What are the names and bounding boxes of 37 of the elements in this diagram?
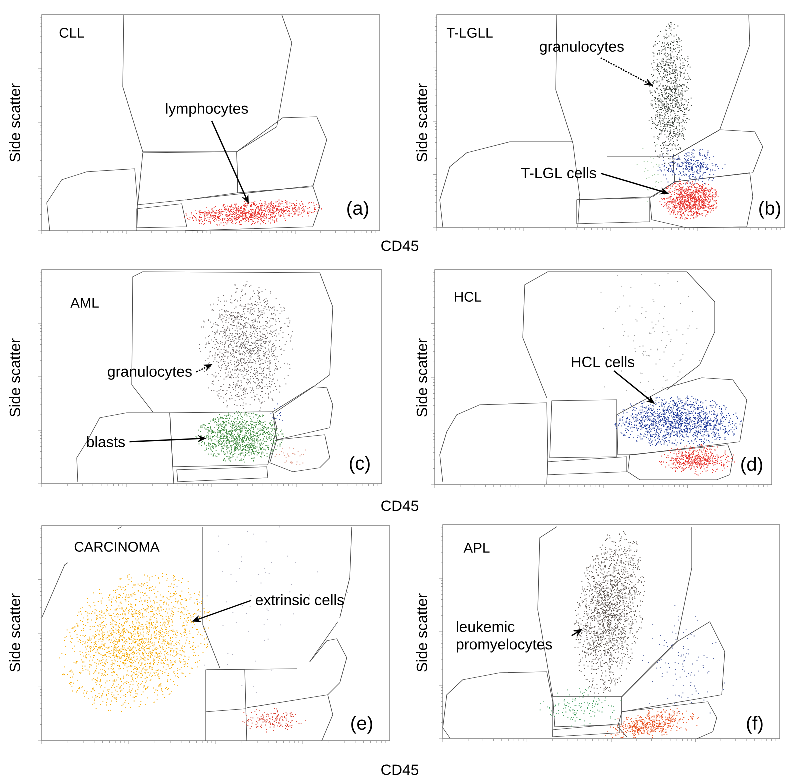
- axis-label: Side scatter: [10, 594, 20, 672]
- cell-cluster: [199, 282, 293, 414]
- panel-letter: (a): [348, 201, 368, 219]
- cell-cluster: [574, 531, 646, 694]
- annotation-label: blasts: [87, 436, 126, 448]
- cell-cluster: [184, 200, 322, 226]
- panel-title: HCL: [455, 292, 482, 302]
- panel-title: T-LGLL: [446, 28, 493, 38]
- panel-letter: (b): [760, 201, 780, 219]
- annotation-label: granulocytes: [108, 366, 192, 380]
- axis-label: CD45: [382, 764, 419, 776]
- panel-letter: (e): [352, 716, 372, 734]
- annotation-label: extrinsic cells: [256, 594, 344, 606]
- panel-title: AML: [70, 298, 99, 308]
- annotation-label: granulocytes: [540, 41, 624, 55]
- annotation-label: HCL cells: [572, 356, 635, 368]
- cell-cluster: [614, 396, 742, 446]
- cell-cluster: [59, 573, 210, 712]
- annotation-label: leukemic promyelocytes: [456, 621, 552, 653]
- panel-title: CLL: [60, 28, 84, 38]
- cell-cluster: [660, 180, 719, 220]
- axis-label: Side scatter: [10, 84, 20, 162]
- cell-cluster: [648, 22, 692, 170]
- axis-label: Side scatter: [10, 338, 20, 417]
- axis-label: Side scatter: [416, 338, 428, 417]
- axis-label: CD45: [382, 500, 419, 512]
- annotation-label: T-LGL cells: [521, 168, 596, 178]
- axis-label: Side scatter: [416, 84, 428, 162]
- panel-letter: (d): [742, 457, 762, 475]
- cell-cluster: [196, 411, 284, 463]
- panel-letter: (c): [350, 456, 370, 474]
- annotation-label: lymphocytes: [166, 103, 248, 117]
- axis-label: Side scatter: [416, 594, 428, 672]
- axis-label: CD45: [382, 240, 419, 252]
- panel-letter: (f): [747, 716, 763, 734]
- panel-title: CARCINOMA: [74, 542, 160, 552]
- panel-title: APL: [464, 543, 490, 553]
